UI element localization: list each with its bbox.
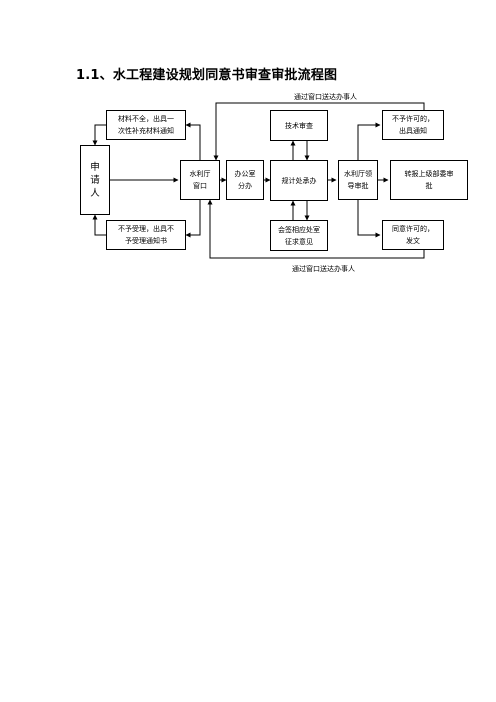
deny-line-1: 不予许可的，: [392, 115, 434, 123]
consult-box: 会签相应处室 征求意见: [270, 220, 328, 251]
arrow-leader-to-approve: [357, 200, 381, 238]
approve-box: 同意许可的， 发文: [382, 220, 444, 250]
planning-line-1: 规计处承办: [281, 176, 317, 185]
applicant-char-2: 请: [90, 174, 100, 186]
deny-line-2: 出具通知: [399, 127, 427, 135]
reject-line-1: 不予受理，出具不: [118, 225, 174, 233]
arrow-deny-to-window-top: [213, 102, 425, 161]
arrow-incomplete-to-applicant: [92, 124, 106, 146]
incomplete-line-1: 材料不全，出具一: [118, 115, 174, 123]
leader-line-1: 水利厅领: [344, 170, 372, 178]
tech-line-1: 技术审查: [285, 121, 313, 130]
page-title: 1.1、水工程建设规划同意书审查审批流程图: [76, 68, 338, 83]
consult-line-2: 征求意见: [285, 237, 313, 246]
incomplete-materials-box: 材料不全，出具一 次性补充材料通知: [106, 110, 186, 140]
arrow-window-to-incomplete: [185, 122, 201, 160]
applicant-box: 申 请 人: [80, 145, 110, 215]
reject-box: 不予受理，出具不 予受理通知书: [106, 220, 186, 250]
reject-line-2: 予受理通知书: [125, 237, 167, 245]
consult-line-1: 会签相应处室: [278, 225, 320, 234]
leader-approval-box: 水利厅领 导审批: [338, 160, 378, 200]
deny-box: 不予许可的， 出具通知: [382, 110, 444, 140]
arrow-window-to-reject: [185, 200, 201, 238]
office-line-2: 分办: [238, 182, 252, 190]
report-line-1: 转报上级部委审: [404, 170, 454, 178]
window-line-1: 水利厅: [189, 170, 211, 178]
bottom-route-label: 通过窗口送达办事人: [292, 265, 355, 273]
report-line-2: 批: [425, 182, 433, 190]
top-route-label: 通过窗口送达办事人: [294, 93, 357, 101]
planning-box: 规计处承办: [270, 160, 328, 201]
incomplete-line-2: 次性补充材料通知: [118, 127, 174, 135]
leader-line-2: 导审批: [347, 182, 369, 190]
tech-review-box: 技术审查: [270, 110, 328, 141]
report-upper-box: 转报上级部委审 批: [390, 160, 468, 200]
applicant-char-3: 人: [90, 187, 100, 199]
approve-line-1: 同意许可的，: [392, 225, 434, 233]
office-box: 办公室 分办: [226, 160, 264, 200]
office-line-1: 办公室: [234, 170, 256, 178]
applicant-char-1: 申: [90, 161, 100, 173]
window-line-2: 窗口: [193, 182, 207, 190]
arrow-approve-to-window-bottom: [207, 199, 425, 259]
approve-line-2: 发文: [406, 237, 420, 245]
window-box: 水利厅 窗口: [180, 160, 220, 200]
arrow-leader-to-deny: [357, 122, 381, 160]
arrow-reject-to-applicant: [92, 214, 106, 236]
